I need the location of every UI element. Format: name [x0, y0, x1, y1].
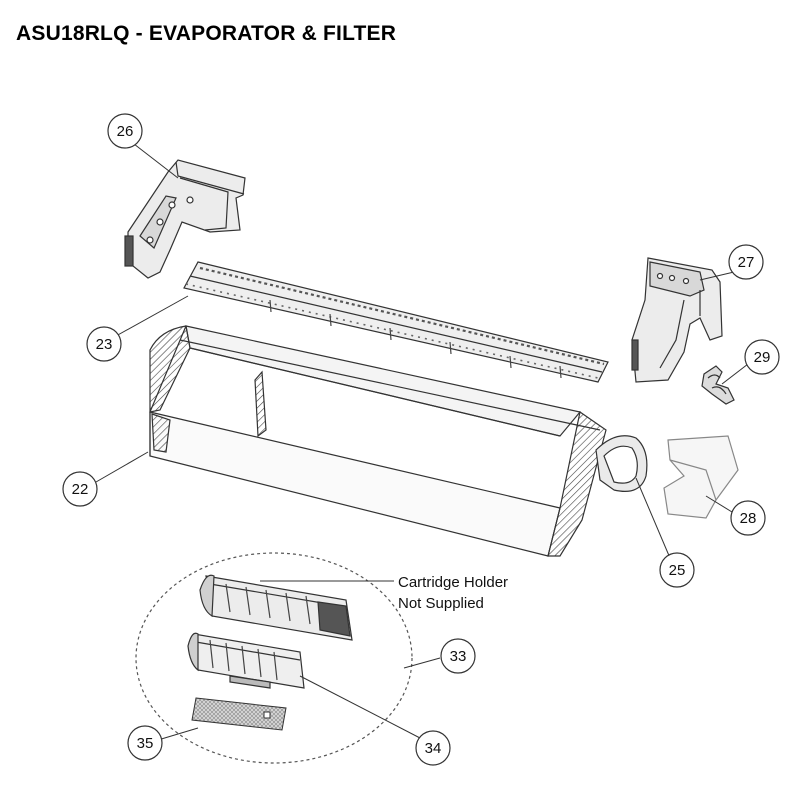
part-22-evaporator	[149, 325, 607, 557]
part-23-air-guide	[183, 261, 609, 383]
callout-22: 22	[62, 471, 98, 507]
svg-text:23: 23	[96, 336, 113, 353]
callout-35: 35	[127, 725, 163, 761]
note-line-2: Not Supplied	[398, 595, 484, 612]
callout-23: 23	[86, 326, 122, 362]
callout-33: 33	[440, 638, 476, 674]
part-34-filter-frame	[187, 632, 305, 689]
part-26-left-bracket	[124, 159, 246, 279]
note-line-1: Cartridge Holder	[398, 574, 508, 591]
svg-text:26: 26	[117, 123, 134, 140]
svg-text:27: 27	[738, 254, 755, 271]
callout-34: 34	[415, 730, 451, 766]
callout-27: 27	[728, 244, 764, 280]
svg-text:28: 28	[740, 510, 757, 527]
svg-text:34: 34	[425, 740, 442, 757]
callout-26: 26	[107, 113, 143, 149]
cartridge-holder	[199, 574, 353, 641]
svg-text:22: 22	[72, 481, 89, 498]
part-25-pipe	[595, 435, 648, 492]
svg-text:29: 29	[754, 349, 771, 366]
callout-28: 28	[730, 500, 766, 536]
filter-group-outline	[135, 552, 413, 764]
callout-25: 25	[659, 552, 695, 588]
svg-text:33: 33	[450, 648, 467, 665]
part-35-filter-mesh	[191, 697, 287, 731]
callout-29: 29	[744, 339, 780, 375]
part-29-clip	[701, 365, 735, 405]
page-title: ASU18RLQ - EVAPORATOR & FILTER	[16, 22, 397, 45]
svg-text:35: 35	[137, 735, 154, 752]
svg-text:25: 25	[669, 562, 686, 579]
part-27-right-bracket	[631, 257, 723, 383]
part-28-side-cover	[663, 435, 739, 519]
leader-lines	[95, 143, 749, 741]
